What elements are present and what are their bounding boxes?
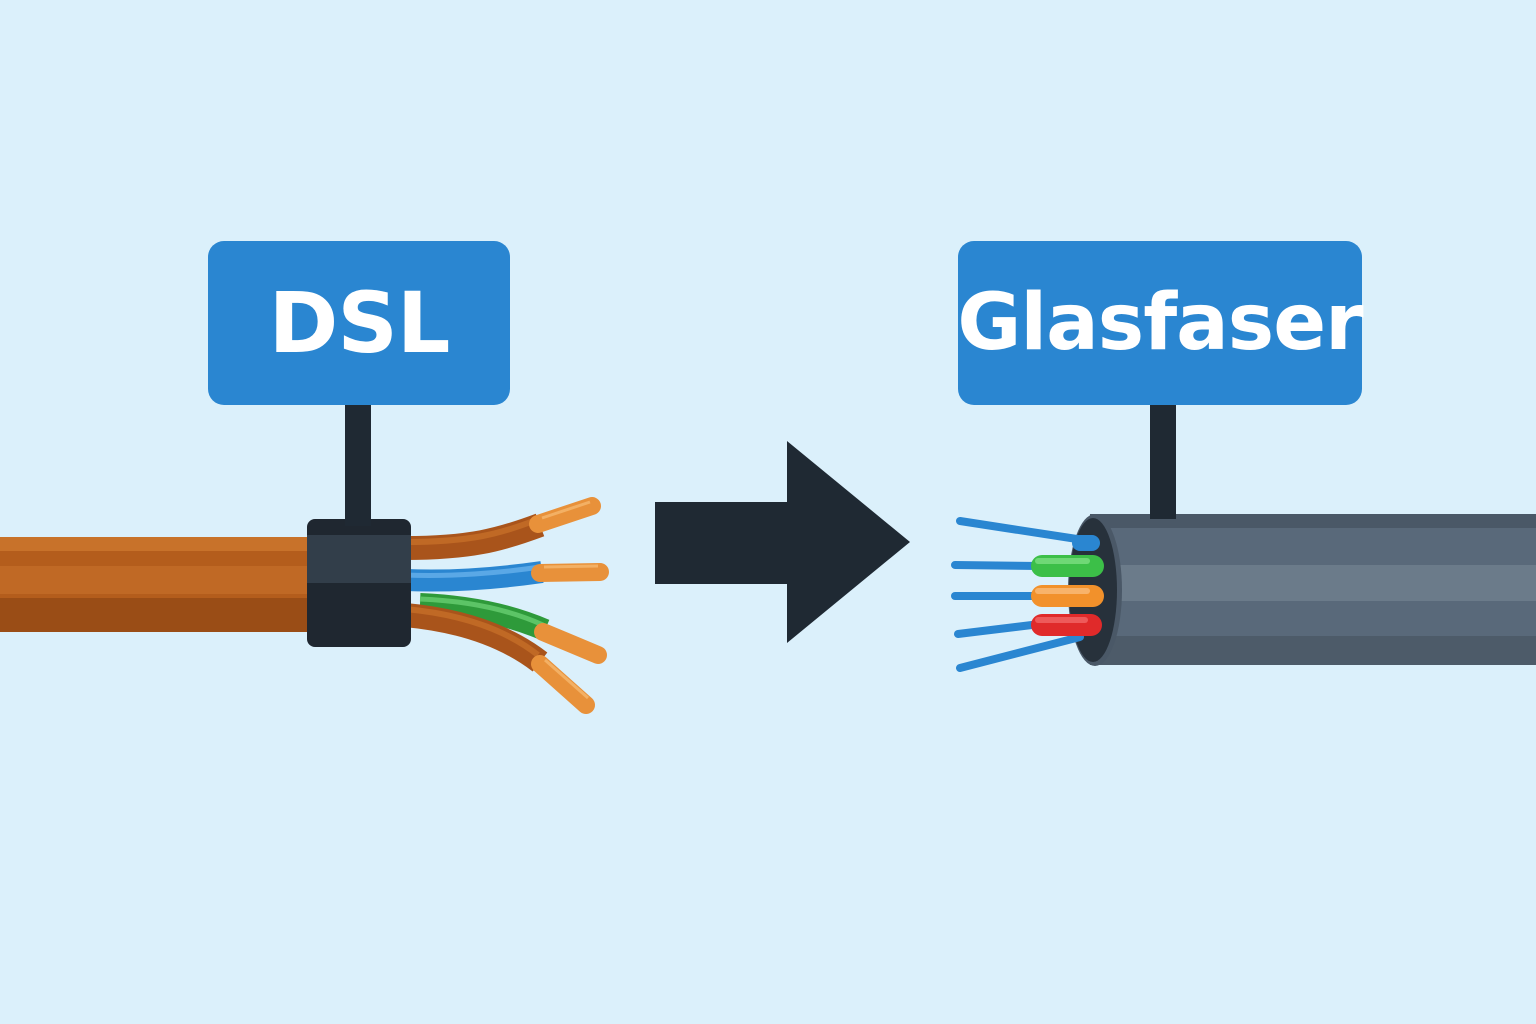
dsl-label-text: DSL [268, 274, 451, 372]
fiber-optic-cable-icon [951, 514, 1536, 672]
glasfaser-label-stem [1150, 404, 1176, 519]
copper-cable-icon [0, 497, 609, 714]
dsl-label: DSL [208, 241, 510, 405]
glasfaser-label: Glasfaser [957, 241, 1364, 405]
dsl-label-stem [345, 404, 371, 526]
right-arrow-icon [655, 441, 910, 643]
glasfaser-label-text: Glasfaser [957, 278, 1363, 368]
